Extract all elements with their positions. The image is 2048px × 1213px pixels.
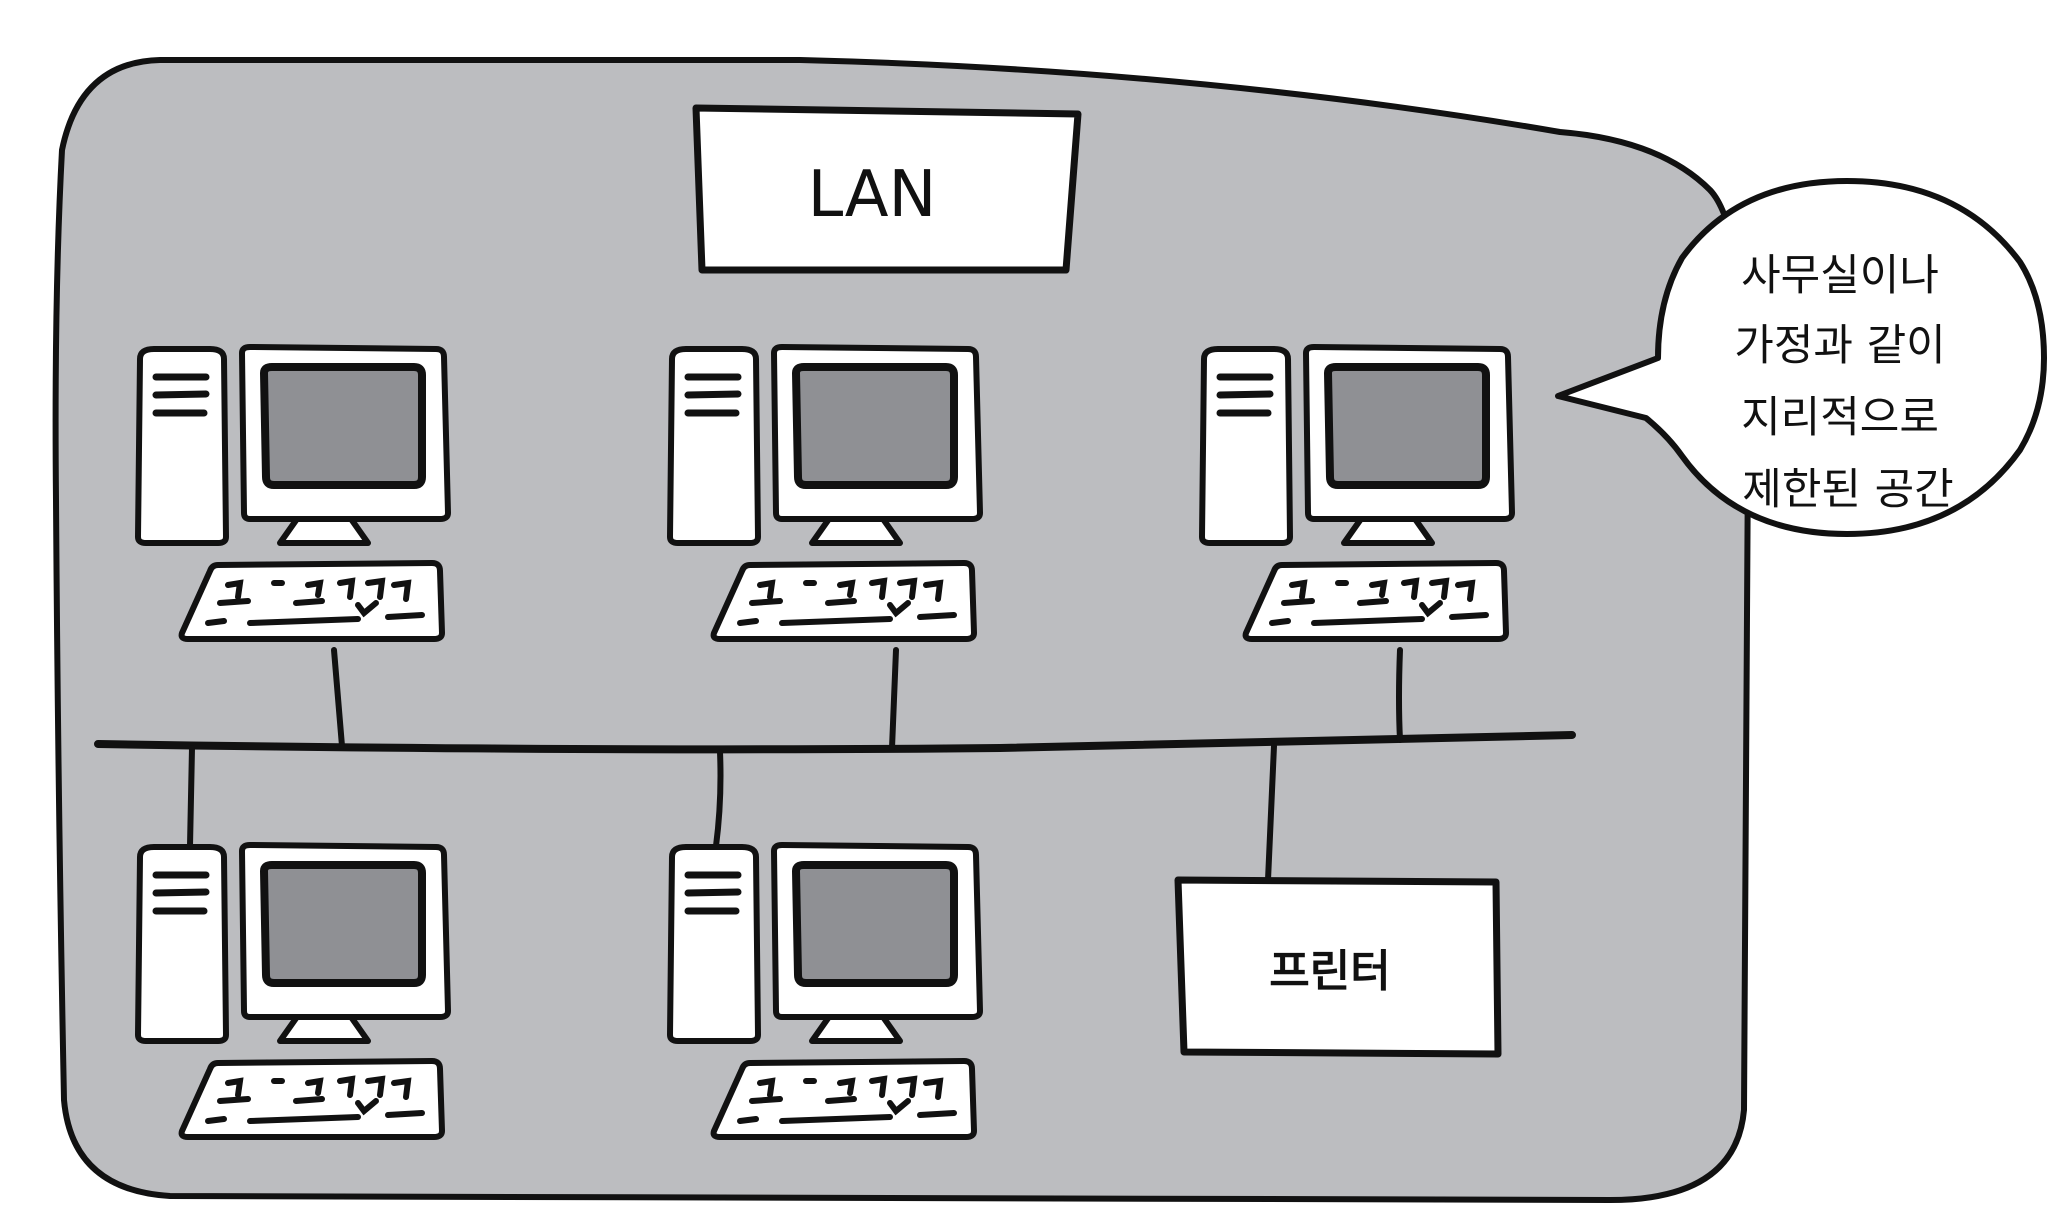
callout-line-2: 가정과 같이 [1734,321,1945,371]
callout-bubble [1555,178,2047,537]
printer-label: 프린터 [1269,946,1390,997]
callout-line-4: 제한된 공간 [1742,465,1953,515]
network-bus [94,731,1576,754]
printer-box [1174,876,1502,1058]
network-cables [187,647,1403,883]
callout-line-3: 지리적으로 [1741,393,1939,443]
callout-line-1: 사무실이나 [1741,251,1939,301]
lan-title-box [692,104,1082,274]
lan-title-label: LAN [808,158,937,232]
